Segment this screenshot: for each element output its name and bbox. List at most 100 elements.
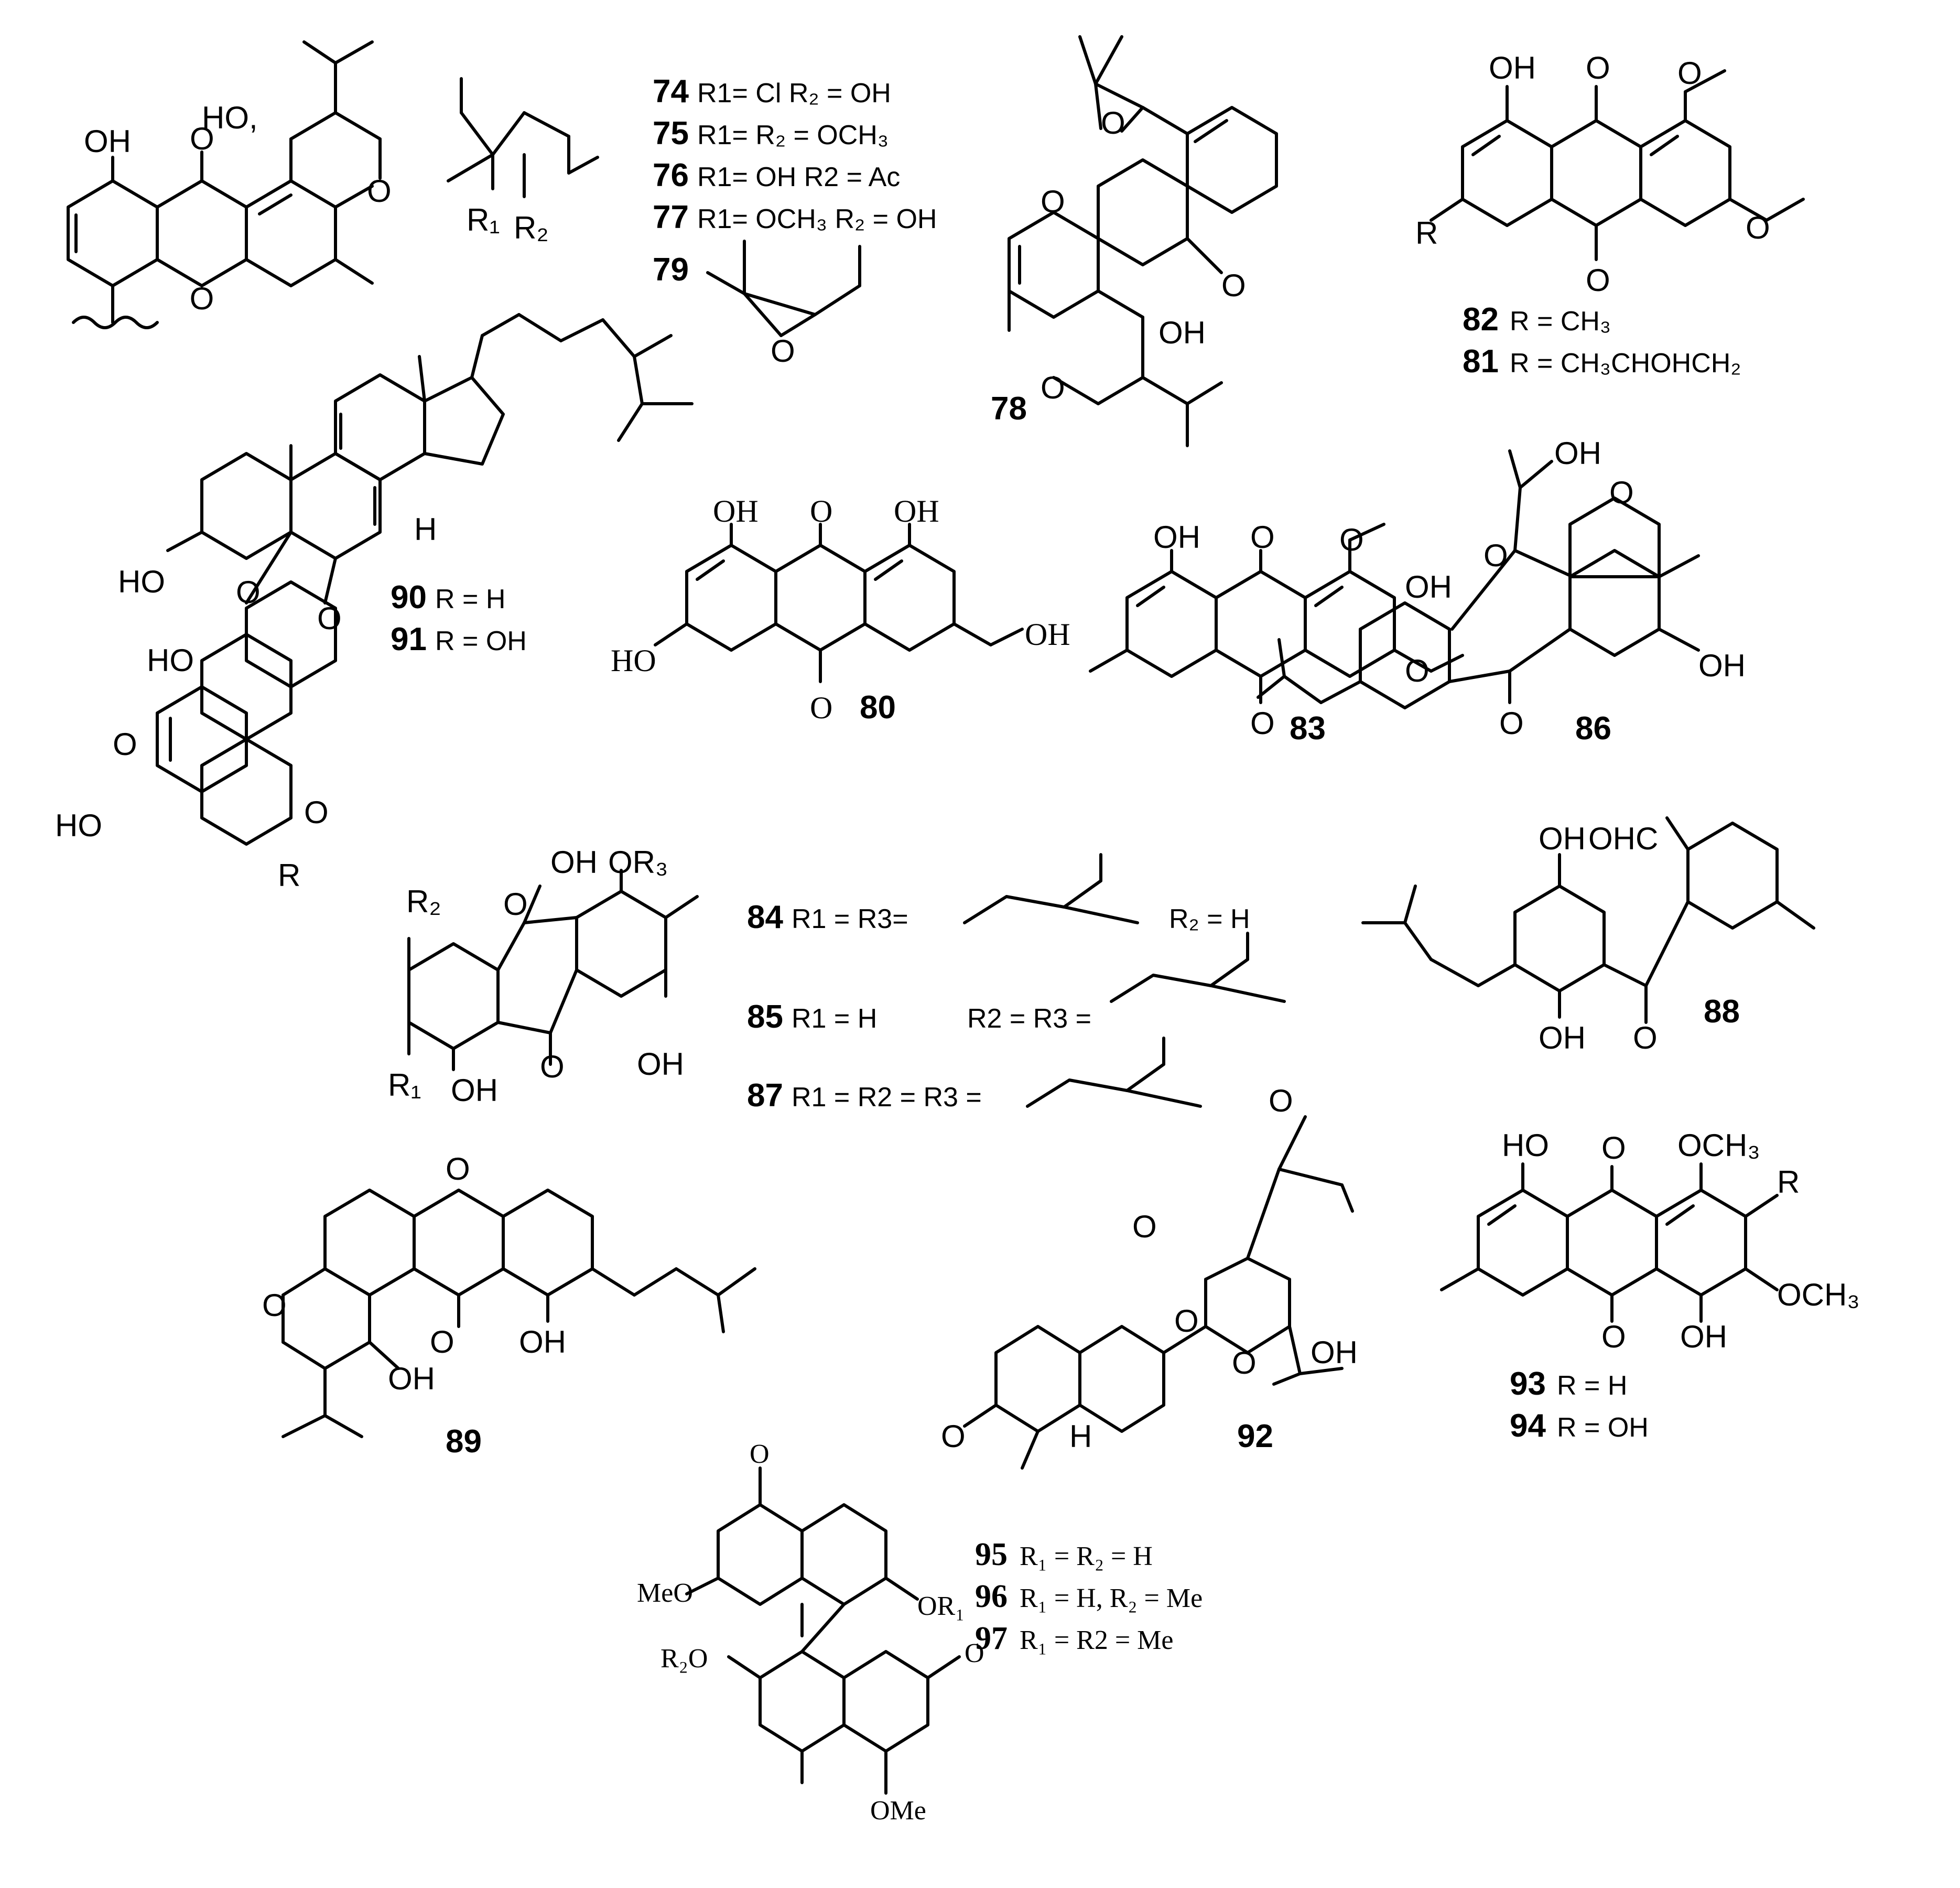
atom-h: H [1069,1419,1092,1454]
atom-o: O [1250,520,1275,555]
compound-number: 89 [446,1423,482,1460]
atom-or3: OR₃ [608,845,668,880]
structure-93-94: HO O OCH₃ R OCH₃ O OH 93 R = H 94 R = OH [1440,1128,1860,1444]
structure-78: O O O OH O 78 [991,35,1278,447]
atom-o: O [430,1324,454,1360]
atom-oh: OH [451,1073,498,1108]
compound-number: 87 [747,1077,783,1114]
atom-o: O [262,1288,287,1323]
atom-o: O [810,691,832,725]
compound-number: 77 [653,199,689,235]
structure-86: OH O O OH O 86 [1257,436,1746,747]
atom-o: O [1174,1303,1199,1339]
atom-ho: HO, [202,100,258,135]
atom-o: O [446,1151,470,1186]
compound-number: 84 [747,899,783,935]
atom-or1: OR₁ [917,1591,965,1621]
atom-o: O [1586,50,1610,85]
atom-o: O [1601,1319,1626,1354]
atom-oh: OH [637,1047,684,1082]
atom-o: O [1250,706,1275,741]
atom-o: O [1232,1345,1257,1380]
compound-number: 95 [975,1537,1008,1572]
atom-ohc: OHC [1588,821,1658,856]
atom-r1: R₁ [388,1067,421,1103]
atom-ho: HO [55,808,102,843]
atom-ho: HO [1502,1128,1549,1163]
structure-84-85-87: OH OR₃ R₂ O O OH R₁ OH 84 R1 = R3= R₂ = … [388,845,1286,1114]
atom-o: O [1041,370,1065,405]
atom-meo: MeO [637,1578,693,1608]
structure-side-chain: R₁ R₂ [447,77,599,245]
structure-89: O O O OH OH 89 [262,1151,756,1460]
compound-substituents: R = OH [1557,1412,1649,1443]
atom-och3: OCH₃ [1677,1128,1760,1163]
atom-o: O [503,887,528,922]
atom-oh: OH [1539,821,1586,856]
compound-substituents: R = CH₃ [1510,306,1611,337]
atom-oh: OH [84,124,131,159]
compound-number: 79 [653,252,689,288]
compound-number: 76 [653,157,689,193]
atom-r2: R₂ [514,210,549,245]
atom-h: H [414,512,437,547]
atom-oh: OH [894,494,939,528]
atom-o: O [1101,105,1125,141]
atom-r: R [1415,215,1438,251]
atom-ho: HO [118,564,165,599]
atom-och3: OCH₃ [1777,1277,1860,1312]
compound-number: 97 [975,1621,1008,1656]
atom-o: O [1746,210,1770,245]
atom-o: O [236,575,261,610]
compound-number: 85 [747,999,783,1035]
atom-o: O [1405,653,1430,688]
atom-oh: OH [388,1361,435,1396]
atom-r1: R₁ [467,202,500,238]
atom-o: O [1339,522,1364,557]
compound-substituents: R1= OCH₃ R₂ = OH [697,204,937,234]
atom-oh: OH [1698,648,1746,683]
compound-number: 86 [1575,710,1611,747]
compound-substituents: R1 = R3= [792,904,908,934]
compound-number: 90 [391,579,427,616]
atom-o: O [1633,1020,1658,1055]
compound-substituents: R1= OH R2 = Ac [697,162,900,192]
atom-o: O [1609,475,1634,510]
compound-number: 81 [1463,343,1499,380]
atom-o: O [1269,1083,1293,1118]
atom-oh: OH [1158,315,1206,350]
atom-o: O [190,121,214,156]
compound-number: 92 [1237,1418,1273,1454]
structure-83: OH O O OH O O 83 [1089,520,1464,747]
compound-substituents: R₁ = R2 = Me [1020,1625,1173,1655]
atom-o: O [540,1049,565,1084]
atom-ome: OMe [870,1796,926,1826]
compound-number: 96 [975,1579,1008,1614]
compound-number: 91 [391,621,427,657]
atom-oh: OH [1405,569,1452,605]
structure-88: OH OHC O OH 88 [1361,816,1815,1055]
atom-oh: OH [1554,436,1601,471]
atom-oh: OH [1680,1319,1727,1354]
structure-80: OH O OH HO OH O 80 [611,494,1070,726]
compound-number: 74 [653,73,689,110]
atom-o: O [1601,1130,1626,1166]
atom-o: O [304,795,329,830]
compound-substituents: R2 = R3 = [967,1004,1091,1034]
atom-o: O [1041,184,1065,219]
atom-oh: OH [550,845,598,880]
compound-substituents: R = H [1557,1371,1627,1401]
atom-oh: OH [1489,50,1536,85]
compound-substituents: R₂ = H [1169,904,1250,934]
atom-oh: OH [1539,1020,1586,1055]
compound-substituents: R₁ = R₂ = H [1020,1541,1153,1571]
atom-oh: OH [1311,1335,1358,1370]
atom-o: O [113,727,137,762]
compound-substituents: R = H [435,584,505,614]
atom-r2: R₂ [406,884,441,919]
atom-o: O [367,174,392,209]
atom-o: O [1586,263,1610,298]
compound-substituents: R₁ = H, R₂ = Me [1020,1583,1203,1613]
atom-o: O [771,333,795,369]
